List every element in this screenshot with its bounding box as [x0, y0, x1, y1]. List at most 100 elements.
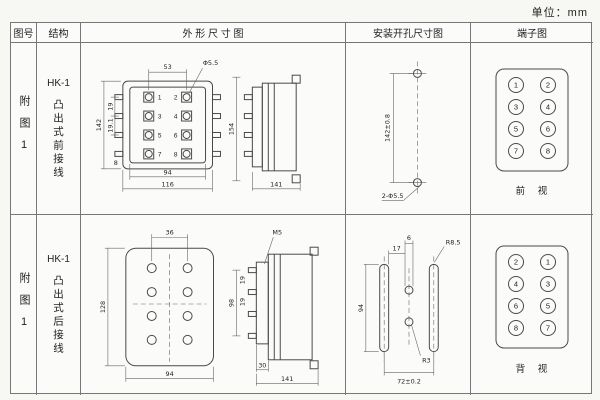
- outline-cell-row1: 1 2 3 4 5 6 7 8: [81, 43, 346, 215]
- screw-num: 3: [158, 114, 162, 121]
- unit-label: 单位：mm: [531, 7, 588, 19]
- dim-side-height: 154: [227, 123, 235, 135]
- model-label: HK-1: [47, 77, 70, 89]
- structure-desc: 凸出式后接线: [52, 275, 64, 356]
- header-structure: 结构: [37, 23, 81, 43]
- terminal-num: 8: [546, 147, 550, 156]
- terminal-cell-row1: 1 2 3 4 5 6 7 8 前 视: [471, 43, 593, 215]
- outline-cell-row2: 36 128 94: [81, 215, 346, 395]
- terminal-numbers: 2 1 4 3 6 5 8 7: [514, 257, 550, 332]
- terminal-num: 7: [546, 323, 550, 332]
- dim-pitch-b: 19.1: [106, 118, 114, 132]
- terminal-outline: [495, 68, 569, 172]
- install-centerlines: [408, 61, 427, 195]
- dim-hole-spec: 2-Φ5.5: [382, 192, 404, 200]
- fig-no-row2: 附图1: [11, 215, 37, 395]
- terminal-num: 2: [546, 81, 550, 90]
- terminal-num: 7: [514, 147, 518, 156]
- dim-side-span: 98: [227, 298, 235, 306]
- dim-height: 128: [99, 300, 107, 312]
- dim-pitch-a: 19: [106, 102, 114, 110]
- dim-width: 94: [166, 370, 174, 378]
- dim-outer-width: 116: [161, 180, 173, 188]
- header-outline: 外 形 尺 寸 图: [81, 23, 346, 43]
- side-view-body: [247, 246, 319, 369]
- fig-no-text: 附图1: [18, 271, 30, 339]
- screw-num: 6: [174, 132, 178, 139]
- install-drawing-rear-wiring: 17 6 R8.5 94 R3 72±0.2: [357, 234, 461, 385]
- rear-centerlines: [132, 253, 207, 362]
- structure-row1: HK-1 凸出式前接线: [37, 43, 81, 215]
- header-terminal: 端子图: [471, 23, 593, 43]
- dim-side-depth: 141: [270, 180, 282, 188]
- screw-num: 7: [158, 151, 162, 158]
- terminal-num: 5: [514, 125, 518, 134]
- terminal-cell-row2: 2 1 4 3 6 5 8 7 背 视: [471, 215, 593, 395]
- fig-no-row1: 附图1: [11, 43, 37, 215]
- install-dim-lines: [381, 73, 420, 201]
- terminal-diagram-front: 1 2 3 4 5 6 7 8 前 视: [495, 68, 569, 197]
- front-terminal-numbers: 1 2 3 4 5 6 7 8: [158, 95, 178, 159]
- view-label-front: 前 视: [516, 185, 553, 197]
- header-install: 安装开孔尺寸图: [346, 23, 471, 43]
- dim-top-width: 53: [164, 63, 172, 71]
- structure-row2: HK-1 凸出式后接线: [37, 215, 81, 395]
- install-cell-row2: 17 6 R8.5 94 R3 72±0.2: [346, 215, 471, 395]
- dim-screw-dia: Φ5.5: [203, 59, 218, 67]
- terminal-num: 4: [514, 279, 518, 288]
- screw-num: 5: [158, 132, 162, 139]
- terminal-num: 8: [514, 323, 518, 332]
- dim-inner-width: 94: [164, 168, 172, 176]
- dim-pitch-b: 19: [238, 297, 246, 305]
- dim-6: 6: [407, 234, 411, 242]
- dim-radius-hole: R3: [422, 356, 431, 364]
- front-view-body: [114, 80, 221, 170]
- terminal-num: 3: [546, 279, 550, 288]
- screw-num: 8: [174, 151, 178, 158]
- rear-view-body: [125, 247, 214, 366]
- side-dim-lines: [232, 76, 301, 191]
- dimension-table: 图号 结构 外 形 尺 寸 图 安装开孔尺寸图 端子图 附图1 HK-1 凸出式…: [10, 22, 593, 395]
- terminal-num: 2: [514, 257, 518, 266]
- fig-no-text: 附图1: [18, 95, 30, 162]
- side-dim-lines: [232, 236, 319, 386]
- screw-num: 1: [158, 95, 162, 102]
- terminal-num: 6: [514, 301, 518, 310]
- side-view-body: [243, 74, 301, 184]
- install-centerlines: [383, 255, 435, 362]
- dim-height: 142: [95, 119, 103, 131]
- install-holes: [412, 68, 422, 188]
- dim-screw-spec: M5: [272, 228, 282, 236]
- terminal-num: 5: [546, 301, 550, 310]
- install-drawing-front-wiring: 142±0.8 2-Φ5.5: [381, 61, 427, 201]
- dim-bottom-offset: 8: [114, 159, 118, 167]
- terminal-outline: [495, 245, 569, 348]
- terminal-num: 4: [546, 103, 550, 112]
- model-label: HK-1: [47, 254, 70, 265]
- dim-top-width: 36: [166, 228, 174, 236]
- dim-pitch-a: 19: [238, 275, 246, 283]
- dim-side-depth: 141: [281, 375, 293, 383]
- front-dim-lines: [100, 68, 213, 192]
- outline-drawing-front-wiring: 1 2 3 4 5 6 7 8: [95, 59, 301, 192]
- dim-slot-length: 94: [357, 303, 365, 311]
- install-slots: [379, 263, 439, 352]
- rear-dim-lines: [104, 233, 214, 382]
- terminal-diagram-rear: 2 1 4 3 6 5 8 7 背 视: [495, 245, 569, 375]
- dim-hole-spacing: 72±0.2: [397, 377, 421, 385]
- dim-hole-spacing: 142±0.8: [384, 114, 392, 142]
- dim-radius-slot: R8.5: [446, 238, 461, 246]
- structure-desc: 凸出式前接线: [52, 98, 64, 180]
- terminal-num: 3: [514, 103, 518, 112]
- terminal-num: 1: [546, 257, 550, 266]
- view-label-rear: 背 视: [516, 363, 553, 375]
- dim-17: 17: [392, 244, 400, 252]
- install-cell-row1: 142±0.8 2-Φ5.5: [346, 43, 471, 215]
- screw-num: 2: [174, 95, 178, 102]
- screw-num: 4: [174, 114, 178, 121]
- install-dim-lines: [363, 240, 445, 375]
- terminal-num: 6: [546, 125, 550, 134]
- terminal-numbers: 1 2 3 4 5 6 7 8: [514, 81, 550, 156]
- terminal-num: 1: [514, 81, 518, 90]
